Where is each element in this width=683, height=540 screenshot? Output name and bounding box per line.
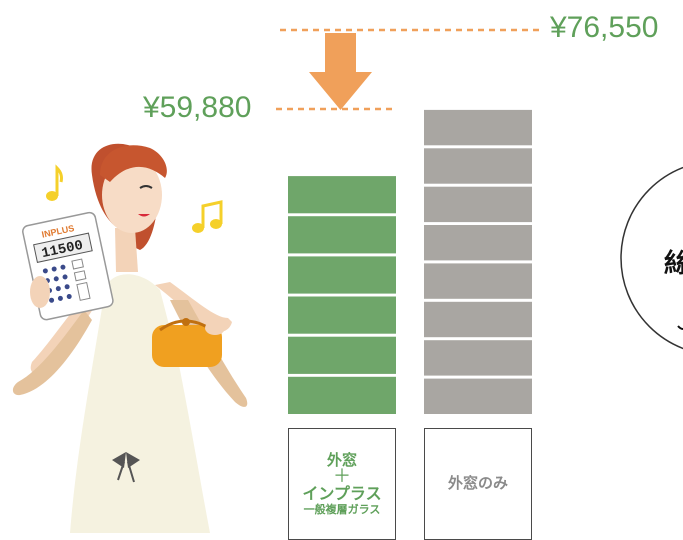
bars-group bbox=[288, 109, 532, 414]
bar-segment-1-0 bbox=[424, 109, 532, 146]
price-label-high: ¥76,550 bbox=[550, 13, 658, 43]
woman-illustration bbox=[12, 143, 248, 533]
circle-badge-text: 絲 bbox=[664, 248, 683, 279]
music-note-icon bbox=[46, 164, 63, 201]
double-music-note-icon bbox=[192, 200, 223, 233]
down-arrow-icon bbox=[309, 33, 372, 110]
hand bbox=[30, 276, 50, 308]
bar-segment-0-0 bbox=[288, 176, 396, 214]
category-label-line4: 一般複層ガラス bbox=[303, 502, 381, 516]
bar-segment-1-4 bbox=[424, 263, 532, 299]
category-label-outer-only: 外窓のみ bbox=[424, 428, 532, 540]
bar-segment-1-2 bbox=[424, 186, 532, 223]
bar-segment-1-1 bbox=[424, 148, 532, 184]
bar-segment-1-6 bbox=[424, 340, 532, 376]
category-label-plus: ＋ bbox=[333, 466, 351, 488]
category-label-line3: インプラス bbox=[302, 484, 382, 504]
bar-segment-1-3 bbox=[424, 225, 532, 261]
bar-segment-0-1 bbox=[288, 216, 396, 254]
bar-segment-1-5 bbox=[424, 301, 532, 338]
category-label-line1: 外窓 bbox=[326, 450, 357, 469]
bar-segment-0-4 bbox=[288, 336, 396, 374]
price-low-text: ¥59,880 bbox=[143, 91, 252, 124]
category-label-outer: 外窓のみ bbox=[447, 474, 508, 493]
bar-segment-0-2 bbox=[288, 256, 396, 294]
circle-badge: 絲 bbox=[620, 166, 683, 350]
price-label-low: ¥59,880 bbox=[143, 93, 251, 123]
bar-segment-0-3 bbox=[288, 296, 396, 334]
price-high-text: ¥76,550 bbox=[550, 11, 659, 44]
category-label-inplus: 外窓 ＋ インプラス 一般複層ガラス bbox=[288, 428, 396, 540]
bar-segment-1-7 bbox=[424, 378, 532, 414]
bar-segment-0-5 bbox=[288, 376, 396, 414]
